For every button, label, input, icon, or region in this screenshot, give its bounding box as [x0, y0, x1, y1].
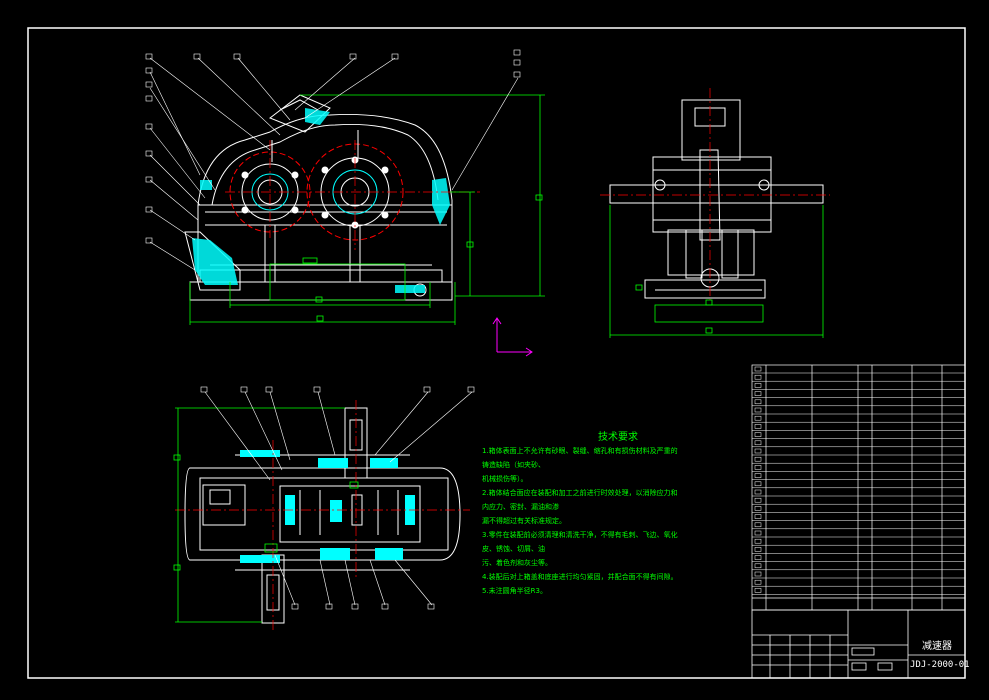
parts-row-marker	[754, 588, 762, 593]
top-view-sections	[240, 450, 415, 563]
tech-requirement-line: 污、着色剂和灰尘等。	[482, 559, 552, 567]
front-dimensions	[189, 94, 545, 325]
parts-row-marker	[754, 432, 762, 437]
parts-row-marker	[754, 547, 762, 552]
tech-requirements-title: 技术要求	[598, 432, 638, 443]
parts-row-marker	[754, 366, 762, 372]
top-dimensions	[173, 407, 359, 623]
parts-row-marker	[754, 530, 762, 536]
tech-requirement-line: 1.箱体表面上不允许有砂眼、裂缝、缩孔和有损伤材料及严重的铸造缺陷（如夹砂、	[482, 447, 678, 469]
parts-row-marker	[754, 514, 762, 519]
front-view-sections	[192, 108, 450, 293]
tech-requirement-line: 5.未注圆角半径R3。	[482, 587, 547, 595]
parts-row-marker	[754, 473, 762, 478]
parts-row-marker	[754, 407, 762, 413]
drawing-border	[27, 27, 966, 679]
parts-row-marker	[754, 456, 762, 462]
title-block	[751, 609, 966, 679]
drawing-number: JDJ-2000-01	[910, 660, 970, 670]
parts-row-marker	[754, 579, 762, 585]
front-leaders	[145, 49, 521, 271]
tech-requirement-line: 漏不得超过有关标准规定。	[482, 517, 566, 525]
parts-row-marker	[754, 506, 762, 511]
drawing-name: 减速器	[922, 641, 952, 652]
side-dimensions	[609, 205, 824, 338]
top-leaders	[200, 386, 475, 610]
tech-requirement-line: 3.零件在装配前必须清理和清洗干净，不得有毛刺、飞边、氧化皮、锈蚀、切屑、油	[482, 531, 678, 553]
tech-requirements-list: 1.箱体表面上不允许有砂眼、裂缝、缩孔和有损伤材料及严重的铸造缺陷（如夹砂、 机…	[482, 444, 682, 598]
parts-row-marker	[754, 399, 762, 405]
parts-row-marker	[754, 571, 762, 577]
parts-row-marker	[754, 440, 762, 446]
parts-row-marker	[754, 538, 762, 544]
tech-requirement-line: 2.箱体结合面应在装配和加工之前进行时效处理，以消除应力和内应力、密封、漏油和渗	[482, 489, 678, 511]
ucs-icon	[492, 317, 533, 357]
parts-row-marker	[754, 383, 762, 388]
parts-row-marker	[754, 522, 762, 528]
tech-requirement-line: 机械损伤等）。	[482, 475, 528, 483]
parts-row-marker	[754, 424, 762, 429]
parts-row-marker	[754, 563, 762, 569]
parts-row-marker	[754, 374, 762, 380]
front-centerlines	[225, 140, 480, 250]
parts-row-marker	[754, 465, 762, 470]
side-centerlines	[600, 88, 830, 300]
parts-list	[751, 364, 966, 611]
parts-row-marker	[754, 391, 762, 396]
parts-row-marker	[754, 448, 762, 454]
parts-row-marker	[754, 489, 762, 495]
parts-row-marker	[754, 555, 762, 560]
top-centerlines	[175, 400, 470, 630]
tech-requirement-line: 4.装配后对上箱盖和底座进行均匀紧固，并配合面不得有间隙。	[482, 573, 678, 581]
parts-row-marker	[754, 481, 762, 487]
parts-row-marker	[754, 497, 762, 503]
parts-row-marker	[754, 415, 762, 421]
side-view	[609, 99, 824, 299]
parts-list-rows	[752, 366, 965, 595]
top-view	[184, 407, 461, 624]
